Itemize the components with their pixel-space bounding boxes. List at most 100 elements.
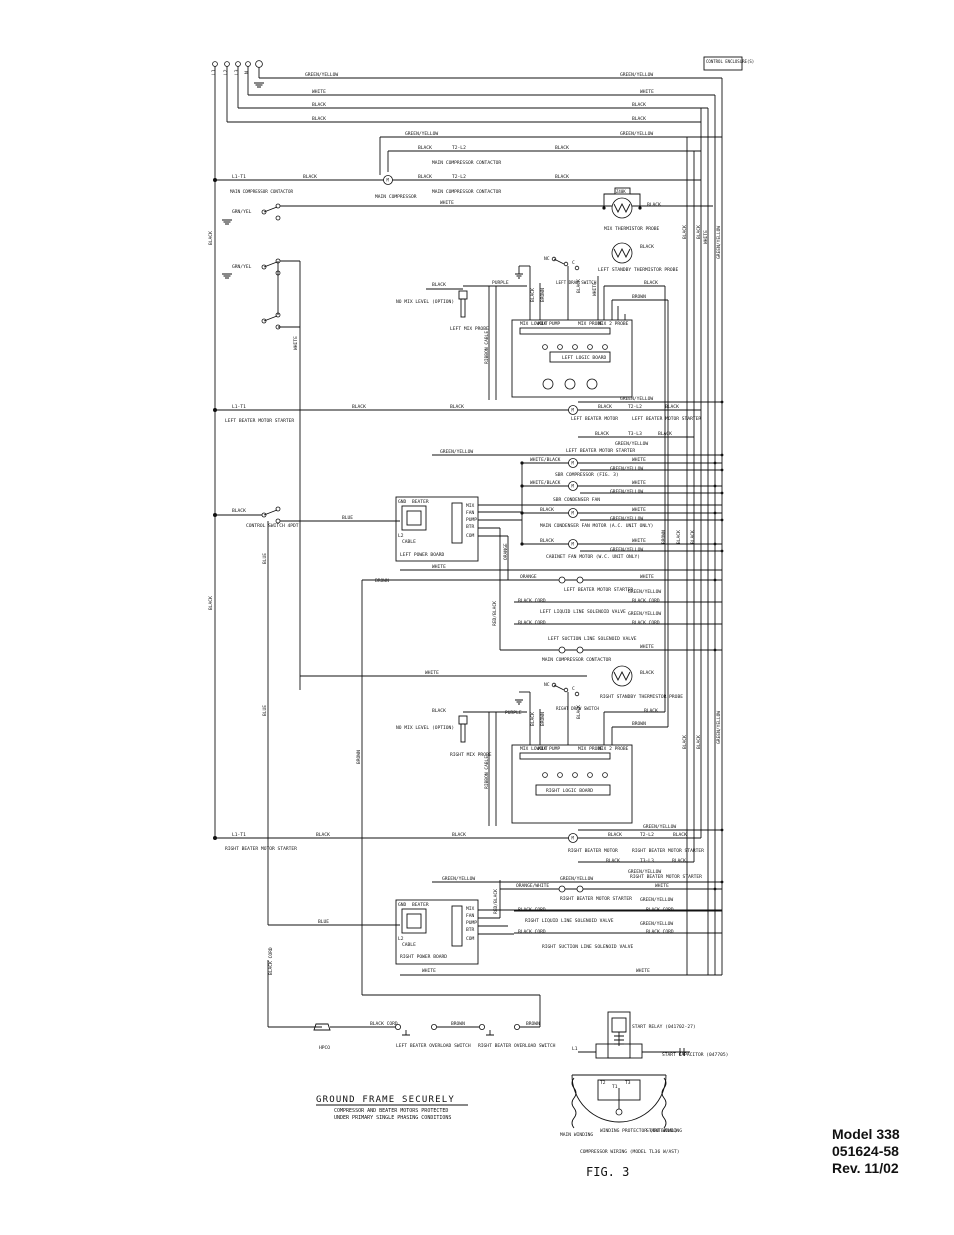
- svg-text:M: M: [572, 836, 575, 841]
- svg-text:NO MIX LEVEL (OPTION): NO MIX LEVEL (OPTION): [396, 299, 454, 305]
- svg-text:MIX: MIX: [466, 503, 475, 509]
- svg-text:BLACK: BLACK: [208, 596, 214, 610]
- svg-text:BLACK: BLACK: [665, 404, 679, 410]
- terminal-l2: L2: [223, 69, 229, 75]
- svg-text:MIX 2 PROBE: MIX 2 PROBE: [598, 746, 629, 752]
- svg-text:RED/BLACK: RED/BLACK: [493, 889, 499, 914]
- svg-text:WHITE: WHITE: [632, 538, 646, 544]
- left-logic-board: MIX LOWOUT MIX PUMP MIX PROBE MIX 2 PROB…: [511, 319, 633, 398]
- svg-text:BLACK: BLACK: [540, 507, 554, 513]
- svg-text:T1: T1: [612, 1084, 618, 1090]
- svg-text:MIX PUMP: MIX PUMP: [538, 321, 560, 327]
- svg-text:MAIN COMPRESSOR CONTACTOR: MAIN COMPRESSOR CONTACTOR: [432, 189, 501, 195]
- svg-text:BROWN: BROWN: [526, 1021, 540, 1027]
- svg-text:RIGHT STANDBY THERMISTOR PROBE: RIGHT STANDBY THERMISTOR PROBE: [600, 694, 683, 700]
- svg-text:BTR: BTR: [466, 927, 475, 933]
- control-enclosure-box: [703, 56, 743, 71]
- svg-text:LEFT BEATER MOTOR STARTER: LEFT BEATER MOTOR STARTER: [225, 418, 294, 424]
- left-mix-probe-icon: [458, 290, 468, 300]
- svg-text:BLACK: BLACK: [598, 404, 612, 410]
- svg-text:Z40K: Z40K: [616, 189, 626, 194]
- svg-text:LEFT BEATER MOTOR: LEFT BEATER MOTOR: [571, 416, 618, 422]
- svg-text:L1-T1: L1-T1: [232, 174, 246, 180]
- svg-text:LEFT DRAW SWITCH: LEFT DRAW SWITCH: [556, 280, 597, 285]
- svg-text:GREEN/YELLOW: GREEN/YELLOW: [610, 489, 643, 495]
- svg-text:BROWN: BROWN: [632, 721, 646, 727]
- svg-text:RIGHT POWER BOARD: RIGHT POWER BOARD: [400, 954, 447, 960]
- svg-text:ORANGE: ORANGE: [503, 543, 509, 560]
- svg-text:GREEN/YELLOW: GREEN/YELLOW: [440, 449, 473, 455]
- svg-text:NC: NC: [544, 682, 550, 688]
- svg-text:MAIN COMPRESSOR CONTACTOR: MAIN COMPRESSOR CONTACTOR: [432, 160, 501, 166]
- svg-text:GREEN/YELLOW: GREEN/YELLOW: [643, 824, 676, 830]
- svg-text:GRN/YEL: GRN/YEL: [232, 264, 252, 270]
- left-probe-section: Z40K BLACK MIX THERMISTOR PROBE BLACK LE…: [396, 187, 678, 400]
- svg-text:BLACK: BLACK: [530, 288, 536, 302]
- svg-text:BLACK: BLACK: [690, 530, 696, 544]
- svg-text:WHITE: WHITE: [312, 89, 326, 95]
- svg-text:BROWN: BROWN: [451, 1021, 465, 1027]
- svg-text:BEATER: BEATER: [412, 902, 429, 908]
- svg-text:WHITE: WHITE: [632, 480, 646, 486]
- svg-text:GREEN/YELLOW: GREEN/YELLOW: [442, 876, 475, 882]
- svg-text:BLACK CORD: BLACK CORD: [370, 1021, 398, 1027]
- svg-text:GREEN/YELLOW: GREEN/YELLOW: [640, 921, 673, 927]
- svg-text:MIX LOWOUT: MIX LOWOUT: [520, 746, 548, 752]
- svg-text:WHITE/BLACK: WHITE/BLACK: [530, 480, 561, 486]
- svg-text:BLUE: BLUE: [342, 515, 353, 521]
- svg-text:BLACK: BLACK: [673, 832, 687, 838]
- svg-text:T2-L2: T2-L2: [628, 404, 642, 410]
- svg-text:BLACK CORD: BLACK CORD: [518, 907, 546, 913]
- svg-text:RIGHT BEATER MOTOR: RIGHT BEATER MOTOR: [568, 848, 618, 854]
- svg-text:BLACK CORD: BLACK CORD: [518, 620, 546, 626]
- svg-text:M: M: [572, 484, 575, 489]
- svg-text:MAIN COMPRESSOR CONTACTOR: MAIN COMPRESSOR CONTACTOR: [230, 189, 294, 194]
- svg-text:BLACK CORD: BLACK CORD: [646, 929, 674, 935]
- right-standby-thermistor-icon: [611, 665, 633, 687]
- svg-text:BLUE: BLUE: [262, 705, 268, 716]
- svg-text:RIGHT BEATER MOTOR STARTER: RIGHT BEATER MOTOR STARTER: [632, 848, 704, 854]
- svg-text:GREEN/YELLOW: GREEN/YELLOW: [628, 611, 661, 617]
- svg-text:START WINDING: START WINDING: [646, 1128, 682, 1134]
- svg-text:BLUE: BLUE: [318, 919, 329, 925]
- svg-text:MIX THERMISTOR PROBE: MIX THERMISTOR PROBE: [604, 226, 660, 232]
- svg-text:BROWN: BROWN: [540, 712, 546, 726]
- svg-text:M: M: [572, 461, 575, 466]
- svg-text:BLACK: BLACK: [576, 705, 582, 719]
- svg-text:MIX PUMP: MIX PUMP: [538, 746, 560, 752]
- svg-text:BLACK: BLACK: [452, 832, 466, 838]
- svg-text:BLUE: BLUE: [262, 553, 268, 564]
- svg-text:START CAPACITOR (047705): START CAPACITOR (047705): [662, 1052, 728, 1058]
- svg-text:T3-L3: T3-L3: [640, 858, 654, 864]
- svg-text:BROWN: BROWN: [540, 288, 546, 302]
- svg-text:MAIN COMPRESSOR: MAIN COMPRESSOR: [375, 194, 417, 200]
- svg-text:GREEN/YELLOW: GREEN/YELLOW: [620, 72, 653, 78]
- svg-text:RIGHT BEATER MOTOR STARTER: RIGHT BEATER MOTOR STARTER: [225, 846, 297, 852]
- svg-text:GREEN/YELLOW: GREEN/YELLOW: [405, 131, 438, 137]
- control-enclosure-label: CONTROL ENCLOSURE(S): [706, 59, 754, 64]
- svg-text:BLACK: BLACK: [696, 735, 702, 749]
- svg-text:L2: L2: [398, 533, 404, 539]
- svg-text:LEFT LIQUID LINE SOLENOID VALV: LEFT LIQUID LINE SOLENOID VALVE: [540, 609, 626, 615]
- left-valve-rows: ORANGE WHITE LEFT BEATER MOTOR STARTER B…: [492, 528, 722, 663]
- svg-text:LEFT MIX PROBE: LEFT MIX PROBE: [450, 326, 489, 332]
- svg-text:COMPRESSOR WIRING (MODEL TL36: COMPRESSOR WIRING (MODEL TL36 W/AST): [580, 1149, 680, 1155]
- svg-text:BLACK CORD: BLACK CORD: [646, 907, 674, 913]
- svg-text:NC: NC: [544, 256, 550, 262]
- svg-text:GREEN/YELLOW: GREEN/YELLOW: [716, 711, 722, 744]
- svg-text:WHITE: WHITE: [640, 89, 654, 95]
- svg-text:T3: T3: [625, 1080, 631, 1086]
- svg-text:BLACK: BLACK: [632, 116, 646, 122]
- supply-terminals: L1 L2 L3 N: [211, 60, 264, 838]
- svg-text:BLACK: BLACK: [530, 712, 536, 726]
- svg-text:UNDER PRIMARY SINGLE PHASING C: UNDER PRIMARY SINGLE PHASING CONDITIONS: [334, 1115, 451, 1121]
- svg-text:MAIN WINDING: MAIN WINDING: [560, 1132, 593, 1138]
- left-power-board: GND BEATER MIX FAN PUMP BTR COM CABLE L2…: [356, 496, 722, 995]
- control-switch-poles: GRN/YEL WHITE GRN/YEL WHITE BLACK CONTRO…: [208, 200, 713, 925]
- svg-text:RIGHT BEATER MOTOR STARTER: RIGHT BEATER MOTOR STARTER: [630, 874, 702, 880]
- svg-text:BLACK: BLACK: [432, 708, 446, 714]
- svg-text:BLACK: BLACK: [644, 708, 658, 714]
- svg-text:LEFT POWER BOARD: LEFT POWER BOARD: [400, 552, 444, 558]
- svg-text:WHITE: WHITE: [422, 968, 436, 974]
